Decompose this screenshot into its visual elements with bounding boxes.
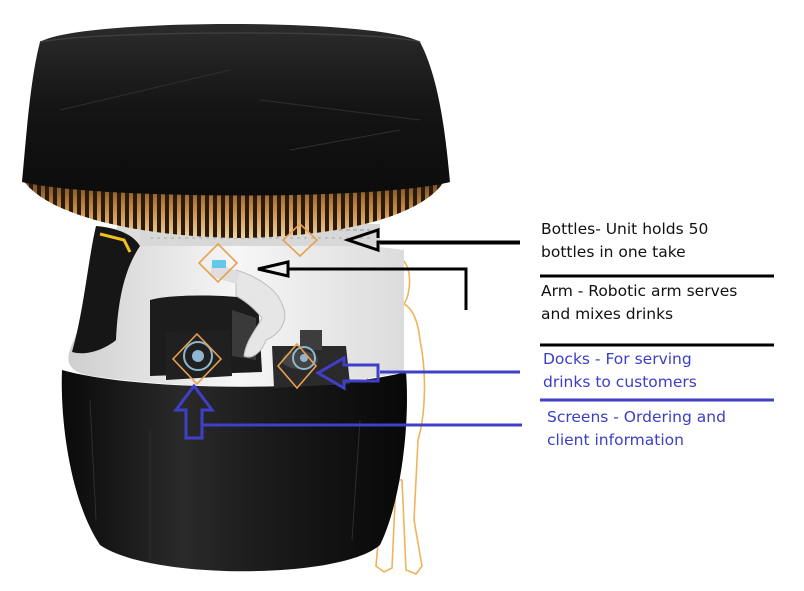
lower-body [62, 370, 407, 571]
arm-label-line-1: Arm - Robotic arm serves [541, 280, 737, 303]
docks-label-line-1: Docks - For serving [543, 348, 697, 371]
bottles-label-line-2: bottles in one take [541, 241, 708, 264]
screens-label: Screens - Ordering and client informatio… [547, 406, 726, 452]
arm-label-line-2: and mixes drinks [541, 303, 737, 326]
screens-label-line-1: Screens - Ordering and [547, 406, 726, 429]
screens-label-line-2: client information [547, 429, 726, 452]
docks-label-line-2: drinks to customers [543, 371, 697, 394]
arm-label: Arm - Robotic arm serves and mixes drink… [541, 280, 737, 326]
interior-section [68, 224, 404, 388]
top-canopy [22, 24, 450, 238]
bottles-label-line-1: Bottles- Unit holds 50 [541, 218, 708, 241]
docks-label: Docks - For serving drinks to customers [543, 348, 697, 394]
bottles-label: Bottles- Unit holds 50 bottles in one ta… [541, 218, 708, 264]
